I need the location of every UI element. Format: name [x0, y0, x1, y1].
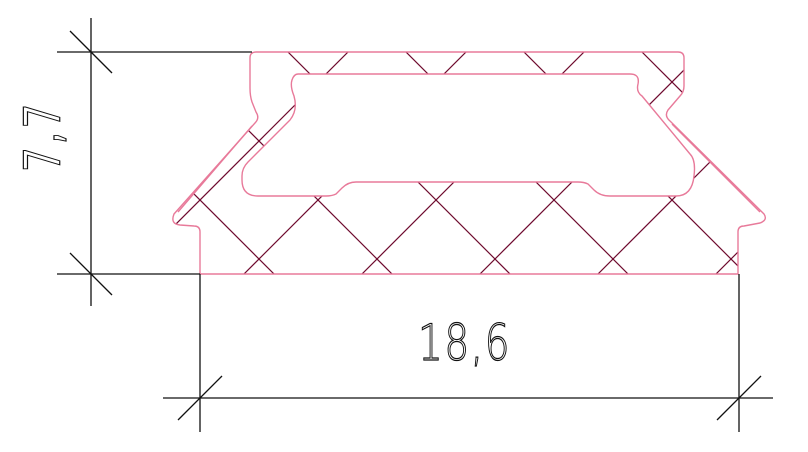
height-tick-bottom [69, 252, 113, 296]
width-dimension-label: 18,6 [418, 314, 512, 372]
height-dimension [57, 18, 252, 306]
height-tick-top [69, 30, 113, 74]
height-dimension-label: 7,7 [13, 100, 72, 172]
profile-outline [172, 51, 767, 275]
width-dimension [163, 274, 773, 432]
width-tick-left [177, 375, 223, 421]
width-tick-right [716, 375, 762, 421]
